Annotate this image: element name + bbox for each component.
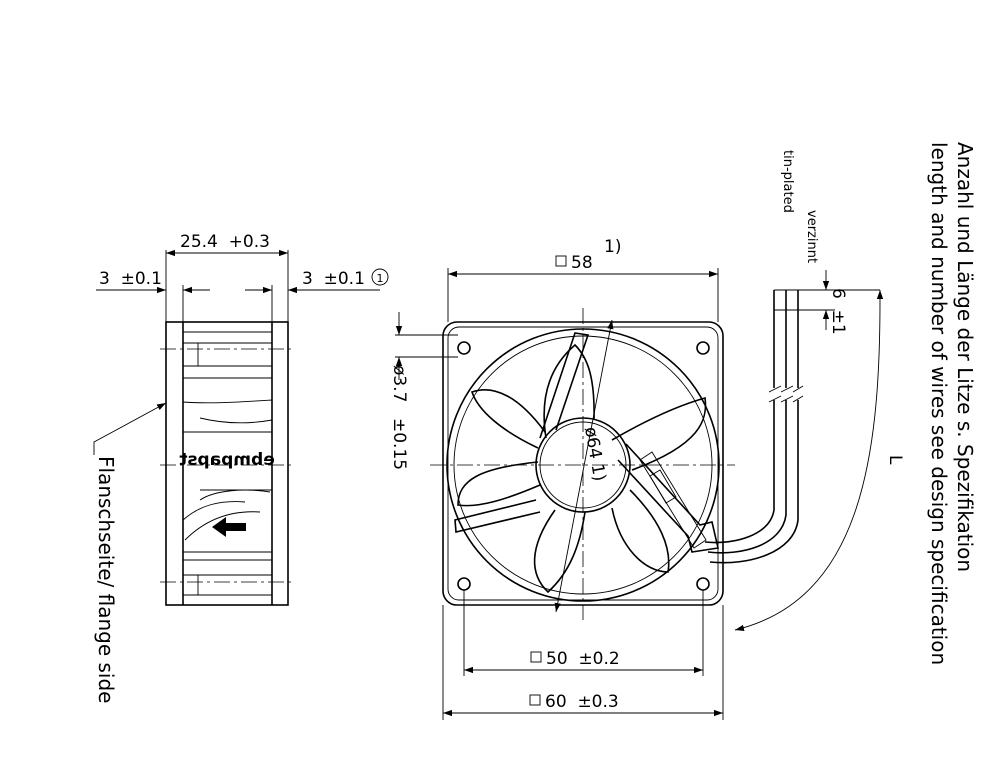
tin-plated-label: tin-plated xyxy=(780,150,795,213)
mounting-hole xyxy=(696,577,710,591)
flange-side-label: Flanschseite/ flange side xyxy=(94,456,118,703)
rotation-arrow xyxy=(212,517,246,537)
fan-blades xyxy=(457,343,707,594)
mounting-hole xyxy=(696,341,710,355)
strip-dim: 6 ±1 xyxy=(828,288,848,335)
length-label: L xyxy=(885,455,905,465)
flange-marker-circle xyxy=(371,268,389,286)
brand-label: ebmpapst xyxy=(179,450,274,470)
note-en: length and number of wires see design sp… xyxy=(927,142,951,665)
notes: Anzahl und Länge der Litze s. Spezifikat… xyxy=(927,142,977,665)
top-dim: 58 xyxy=(571,253,593,273)
front-view: ø64 1) 58 1) ø3.7 ±0.15 50 ±0.2 60 ±0.3 xyxy=(389,237,735,720)
length-dim-line xyxy=(734,290,884,631)
note-de: Anzahl und Länge der Litze s. Spezifikat… xyxy=(953,142,977,572)
left-flange-dim: 3 ±0.1 xyxy=(99,269,162,289)
side-view: ebmpapst 25.4 +0.3 3 ±0.1 3 ±0.1 1 Flans… xyxy=(93,232,389,703)
flange-marker: 1 xyxy=(377,272,384,285)
overall-width-dim: 60 ±0.3 xyxy=(545,692,619,712)
verzinnt-label: verzinnt xyxy=(804,210,819,263)
flange-side-leader xyxy=(93,402,167,455)
lead-wire xyxy=(704,400,775,544)
hole-dim-a: ø3.7 xyxy=(389,365,409,402)
mounting-hole xyxy=(457,341,471,355)
mounting-hole xyxy=(457,577,471,591)
diameter-dim: ø64 1) xyxy=(580,425,609,483)
hole-dim-b: ±0.15 xyxy=(389,418,409,470)
side-housing xyxy=(165,321,289,606)
square-symbol xyxy=(555,255,567,267)
top-dim-note: 1) xyxy=(604,237,621,257)
right-flange-dim: 3 ±0.1 xyxy=(302,269,365,289)
leads: 6 ±1 verzinnt tin-plated L xyxy=(704,150,905,631)
hole-spacing-dim: 50 ±0.2 xyxy=(546,649,620,669)
width-dim: 25.4 +0.3 xyxy=(180,232,270,252)
